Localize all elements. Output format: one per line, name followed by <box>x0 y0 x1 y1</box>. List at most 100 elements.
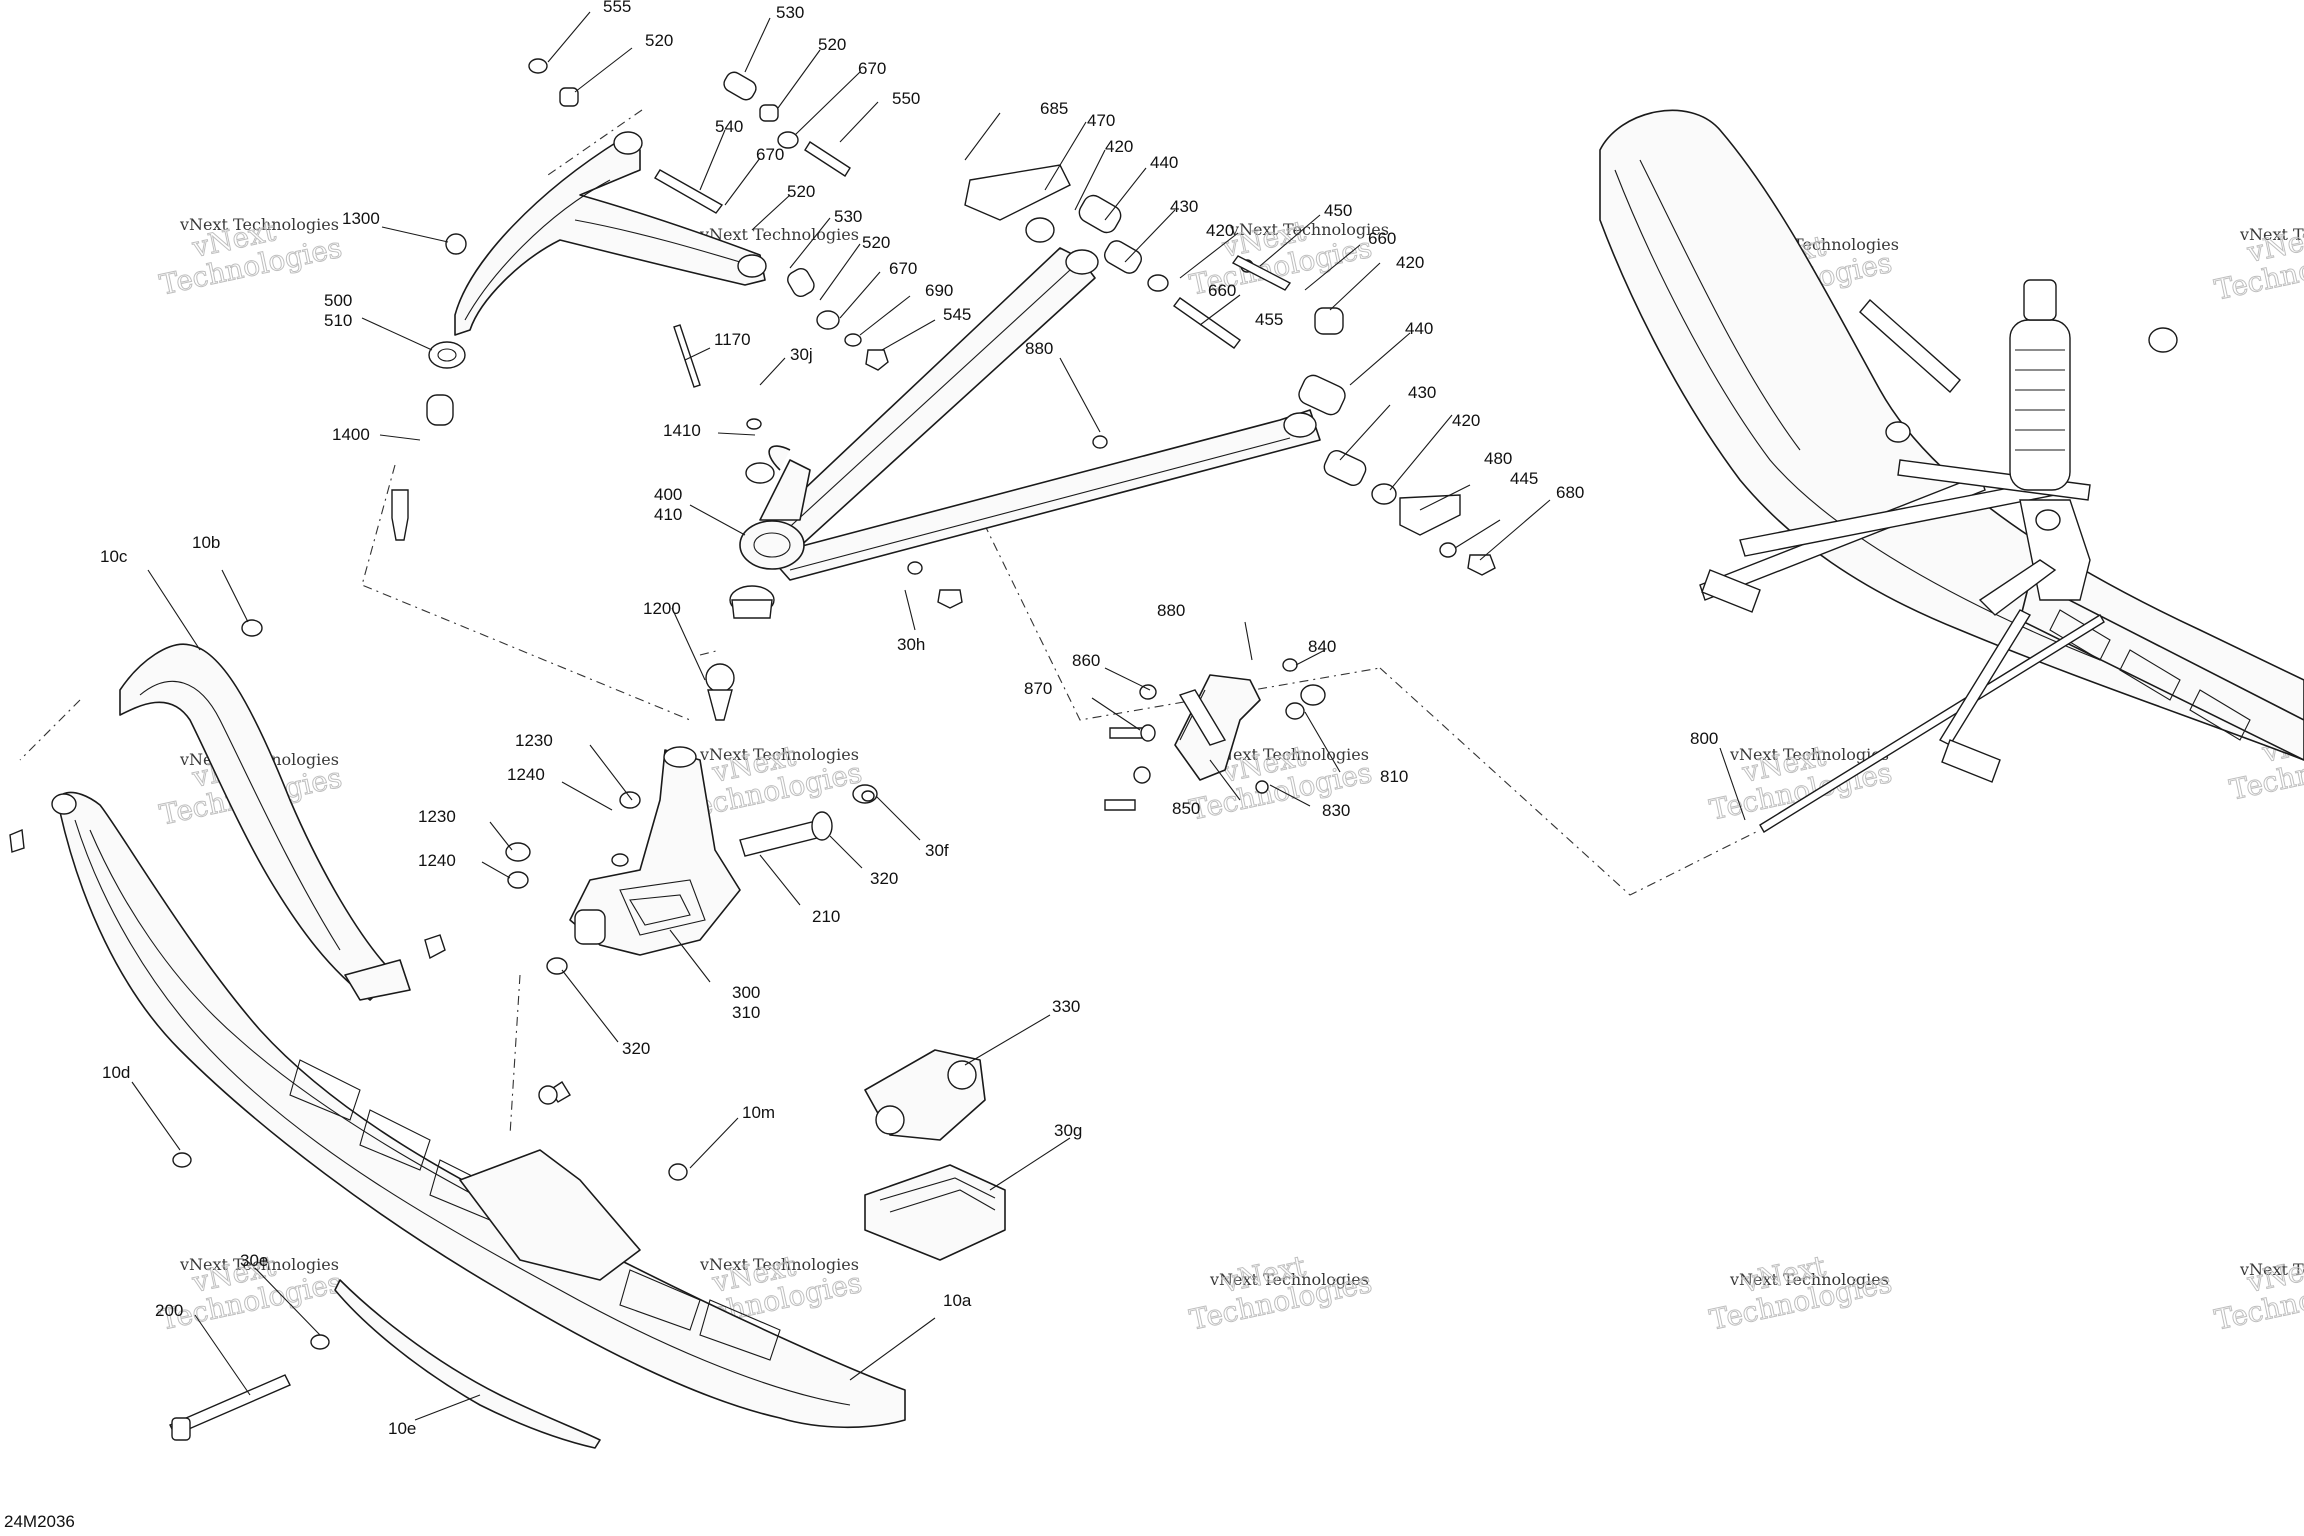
steering-arm <box>1104 658 1326 811</box>
callout-410: 410 <box>654 505 682 524</box>
watermark: vNext Technologies <box>1229 220 1389 239</box>
watermark: vNext Technologies <box>699 745 859 764</box>
callout-510: 510 <box>324 311 352 330</box>
callout-830: 830 <box>1322 801 1350 820</box>
callout-1170: 1170 <box>714 330 751 349</box>
spindle <box>505 746 878 975</box>
callout-320: 320 <box>870 869 898 888</box>
svg-text:vNext Technologies: vNext Technologies <box>1229 220 1389 239</box>
callout-685: 685 <box>1040 99 1068 118</box>
callout-450: 450 <box>1324 201 1352 220</box>
callout-870: 870 <box>1024 679 1052 698</box>
watermark: vNext Technologies <box>2211 219 2304 308</box>
callout-530: 530 <box>776 3 804 22</box>
leader-lines <box>131 11 1746 1421</box>
callout-10a: 10a <box>943 1291 972 1310</box>
svg-text:vNext Technologies: vNext Technologies <box>179 1255 339 1274</box>
watermark: vNext Technologies <box>1729 745 1889 764</box>
svg-text:vNext Technologies: vNext Technologies <box>699 1255 859 1274</box>
assembly-lines <box>19 109 1761 1136</box>
callout-1410: 1410 <box>663 421 701 440</box>
callout-420: 420 <box>1452 411 1480 430</box>
svg-text:vNext Technologies: vNext Technologies <box>1729 1270 1889 1289</box>
callout-520: 520 <box>862 233 890 252</box>
watermark: vNext Technologies <box>2239 1260 2304 1279</box>
callout-1240: 1240 <box>418 851 456 870</box>
callout-420: 420 <box>1206 221 1234 240</box>
drawing-id: 24M2036 <box>4 1512 75 1531</box>
callout-800: 800 <box>1690 729 1718 748</box>
watermark: vNext Technologies <box>1729 1270 1889 1289</box>
lower-arm-hardware <box>673 164 1496 721</box>
callout-420: 420 <box>1396 253 1424 272</box>
svg-text:vNext Technologies: vNext Technologies <box>179 215 339 234</box>
callout-545: 545 <box>943 305 971 324</box>
callout-330: 330 <box>1052 997 1080 1016</box>
callout-470: 470 <box>1087 111 1115 130</box>
callout-660: 660 <box>1368 229 1396 248</box>
callout-30h: 30h <box>897 635 925 654</box>
callout-445: 445 <box>1510 469 1538 488</box>
svg-text:vNext Technologies: vNext Technologies <box>699 745 859 764</box>
callout-810: 810 <box>1380 767 1408 786</box>
callout-10b: 10b <box>192 533 220 552</box>
callout-320: 320 <box>622 1039 650 1058</box>
callout-455: 455 <box>1255 310 1283 329</box>
callout-520: 520 <box>818 35 846 54</box>
ski-hardware <box>9 828 688 1181</box>
pad <box>864 1164 1006 1261</box>
callout-400: 400 <box>654 485 682 504</box>
lower-a-arm <box>739 247 1321 581</box>
callout-680: 680 <box>1556 483 1584 502</box>
callout-520: 520 <box>787 182 815 201</box>
callout-530: 530 <box>834 207 862 226</box>
upper-a-arm <box>428 131 767 369</box>
watermark: vNext Technologies <box>179 1255 339 1274</box>
callout-850: 850 <box>1172 799 1200 818</box>
callout-670: 670 <box>756 145 784 164</box>
callout-300: 300 <box>732 983 760 1002</box>
svg-text:vNext Technologies: vNext Technologies <box>1209 745 1369 764</box>
watermark: vNext Technologies <box>1209 1270 1369 1289</box>
svg-text:vNext Technologies: vNext Technologies <box>2239 225 2304 244</box>
watermark: vNext Technologies <box>699 225 859 244</box>
ski-runner <box>169 1279 601 1449</box>
callout-540: 540 <box>715 117 743 136</box>
watermark: vNext Technologies <box>699 1255 859 1274</box>
svg-text:vNext Technologies: vNext Technologies <box>699 225 859 244</box>
callout-430: 430 <box>1170 197 1198 216</box>
svg-text:vNext Technologies: vNext Technologies <box>2239 1260 2304 1279</box>
mount-bracket <box>864 1049 986 1141</box>
callout-310: 310 <box>732 1003 760 1022</box>
callout-670: 670 <box>889 259 917 278</box>
callout-880: 880 <box>1157 601 1185 620</box>
callout-660: 660 <box>1208 281 1236 300</box>
callout-440: 440 <box>1150 153 1178 172</box>
callout-30j: 30j <box>790 345 813 364</box>
callout-10d: 10d <box>102 1063 130 1082</box>
callout-210: 210 <box>812 907 840 926</box>
callout-10e: 10e <box>388 1419 416 1438</box>
callout-1230: 1230 <box>418 807 456 826</box>
callout-10c: 10c <box>100 547 128 566</box>
callout-480: 480 <box>1484 449 1512 468</box>
callout-430: 430 <box>1408 383 1436 402</box>
callout-500: 500 <box>324 291 352 310</box>
watermark: vNext Technologies <box>2239 225 2304 244</box>
watermark: vNext Technologies <box>179 215 339 234</box>
svg-text:vNext Technologies: vNext Technologies <box>1729 745 1889 764</box>
callout-200: 200 <box>155 1301 183 1320</box>
callout-10m: 10m <box>742 1103 775 1122</box>
callout-1230: 1230 <box>515 731 553 750</box>
callout-555: 555 <box>603 0 631 16</box>
callout-30f: 30f <box>925 841 949 860</box>
assembled-view <box>1599 109 2304 833</box>
callout-840: 840 <box>1308 637 1336 656</box>
callout-1200: 1200 <box>643 599 681 618</box>
callout-30g: 30g <box>1054 1121 1082 1140</box>
callout-1240: 1240 <box>507 765 545 784</box>
watermark: vNext Technologies <box>1209 745 1369 764</box>
watermark: vNext Technologies <box>2211 1249 2304 1338</box>
